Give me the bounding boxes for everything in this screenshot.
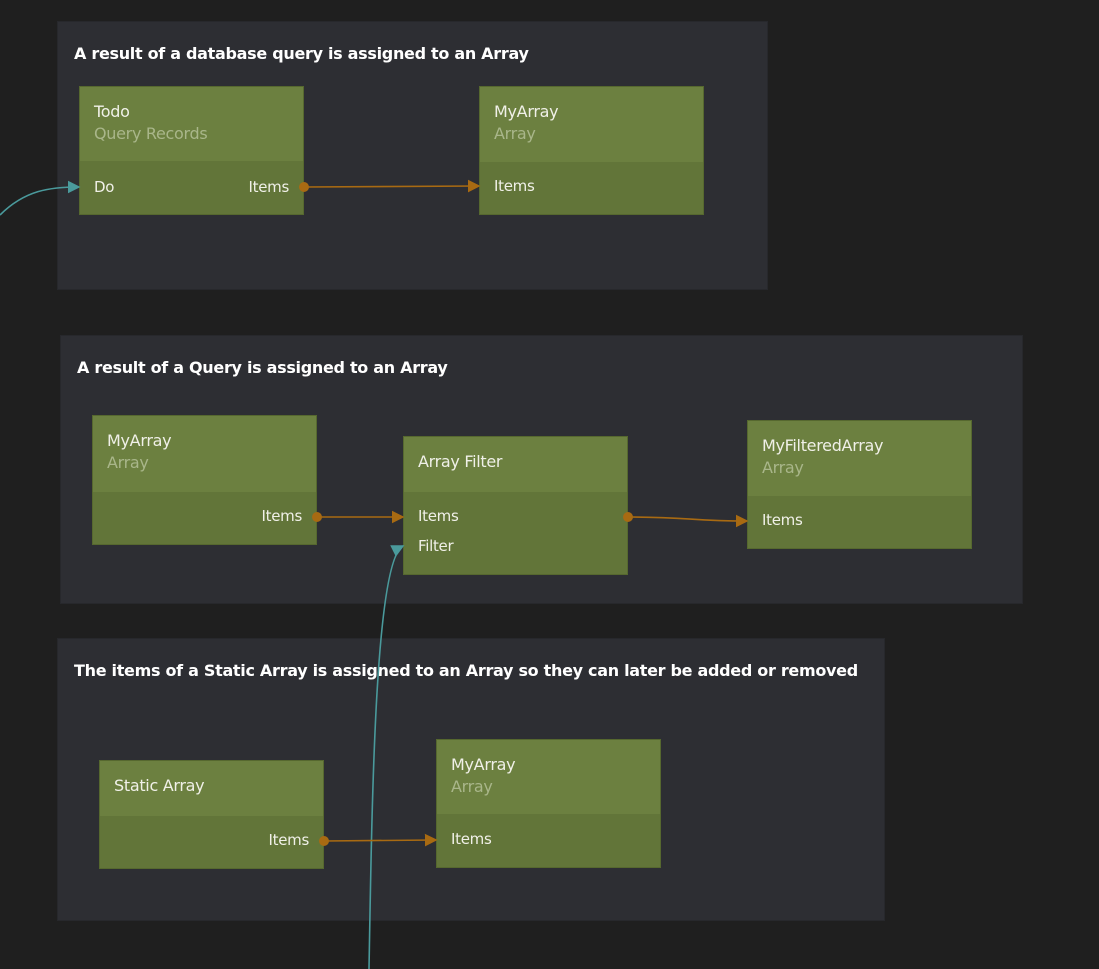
port-items[interactable]: Items — [248, 178, 290, 196]
node-title: Todo — [94, 102, 130, 121]
node-type: Query Records — [94, 124, 208, 143]
node-array-filter[interactable]: Array Filter Items Filter — [403, 436, 628, 575]
port-dot[interactable] — [623, 512, 633, 522]
node-type: Array — [107, 453, 149, 472]
node-title: MyArray — [107, 431, 172, 450]
node-title: MyFilteredArray — [762, 436, 884, 455]
port-items[interactable]: Items — [268, 831, 310, 849]
node-type: Array — [451, 777, 493, 796]
node-title: Array Filter — [418, 452, 503, 471]
group-title: The items of a Static Array is assigned … — [74, 661, 858, 680]
node-title: MyArray — [451, 755, 516, 774]
port-items[interactable]: Items — [418, 507, 459, 525]
port-filter[interactable]: Filter — [418, 537, 454, 555]
signal-wire[interactable] — [368, 545, 405, 969]
port-items[interactable]: Items — [762, 511, 803, 529]
port-items[interactable]: Items — [494, 177, 535, 195]
port-do[interactable]: Do — [94, 178, 115, 196]
port-dot[interactable] — [319, 836, 329, 846]
signal-wire[interactable] — [0, 180, 81, 216]
node-type: Array — [494, 124, 536, 143]
port-dot[interactable] — [299, 182, 309, 192]
node-title: MyArray — [494, 102, 559, 121]
port-dot[interactable] — [312, 512, 322, 522]
port-items[interactable]: Items — [261, 507, 303, 525]
data-wire[interactable] — [627, 514, 749, 528]
group-title: A result of a Query is assigned to an Ar… — [77, 358, 448, 377]
data-wire[interactable] — [303, 179, 481, 193]
node-static-array[interactable]: Static Array Items — [99, 760, 324, 869]
node-title: Static Array — [114, 776, 205, 795]
port-items[interactable]: Items — [451, 830, 492, 848]
group-title: A result of a database query is assigned… — [74, 44, 529, 63]
data-wire[interactable] — [323, 833, 438, 847]
node-type: Array — [762, 458, 804, 477]
